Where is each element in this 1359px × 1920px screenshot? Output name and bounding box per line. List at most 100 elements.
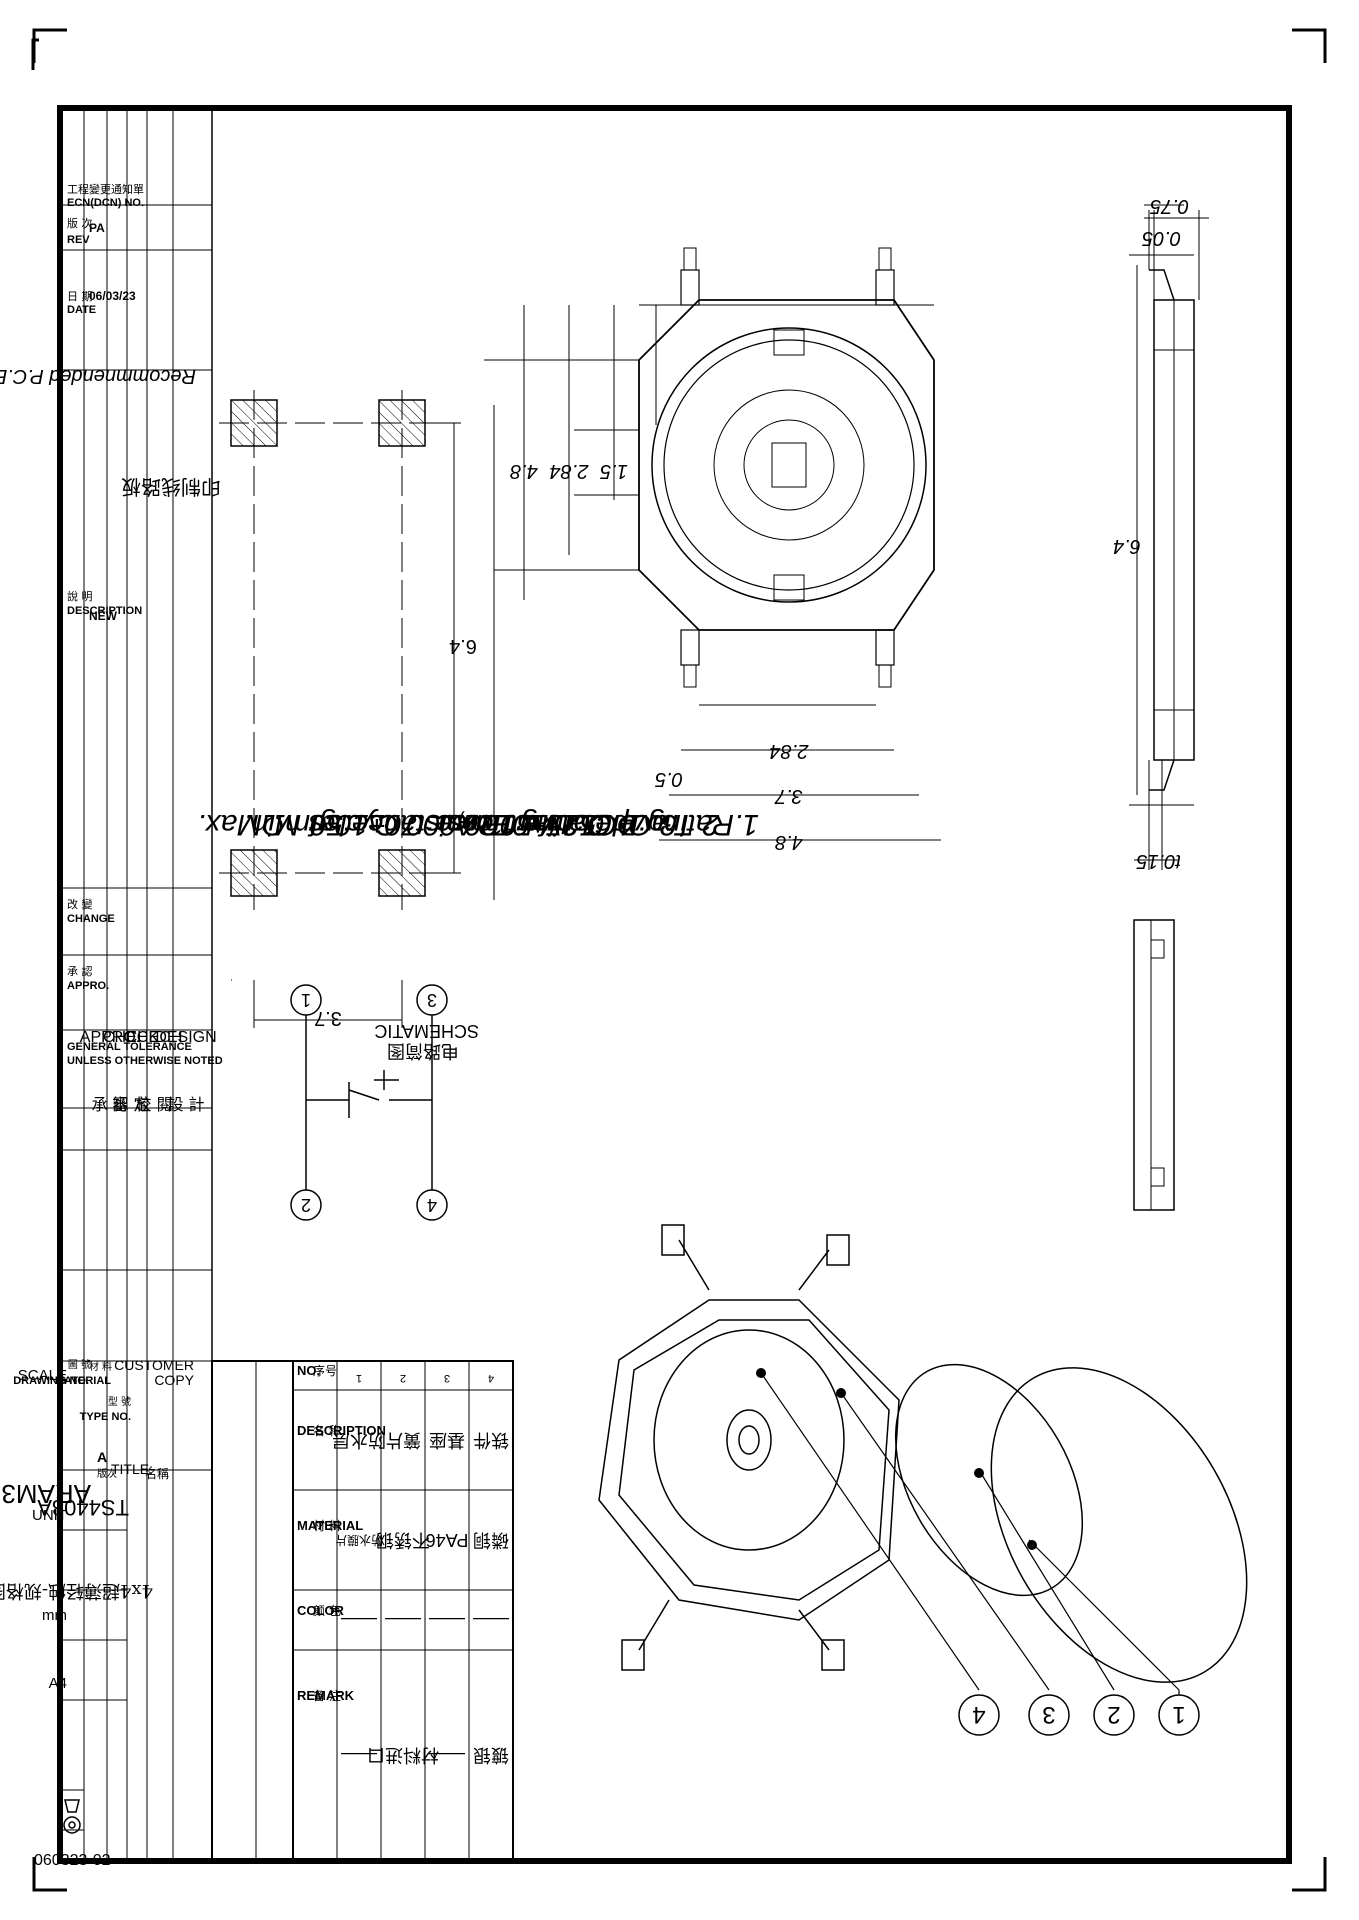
- material-cn: 材 料: [89, 1360, 112, 1373]
- tolerance-note: UNLESS OTHERWISE NOTED: [67, 1055, 223, 1067]
- unit-label: UNIT: [32, 1507, 67, 1524]
- front-view: [484, 247, 935, 900]
- material-label: MATERIAL: [55, 1375, 111, 1387]
- bom-row-1-color: ——: [341, 1610, 377, 1630]
- exploded-view: [598, 1224, 1248, 1683]
- bom-no-header: NO.: [297, 1363, 320, 1378]
- side-view-dimensions: 6.4 0.75 0.05 t0.15: [1113, 195, 1209, 872]
- bom-row-3-no: 3: [444, 1372, 450, 1384]
- side-dim-0-75: 0.75: [1149, 195, 1189, 217]
- bom-row-3-desc: 基座: [429, 1430, 465, 1450]
- bom-desc-cn: 名 称: [313, 1423, 341, 1438]
- bom-no-cn: 序号: [313, 1363, 337, 1378]
- front-view-dim-lines: [523, 305, 941, 841]
- spec-life: 5.Life:100,000 Cycles Min.: [243, 808, 597, 841]
- bom-color-header: COLOR: [297, 1603, 345, 1618]
- bom-table: [211, 1360, 514, 1862]
- pcb-dim-6-4: 6.4: [449, 635, 477, 657]
- bom-row-4-color: ——: [473, 1610, 509, 1630]
- name-cn: 名稱: [145, 1466, 169, 1481]
- specs-list: 1.Rating:DC12V 50mA. 2.Travel:0.25±0.1mm…: [197, 808, 759, 841]
- balloon-4: 4: [972, 1701, 985, 1728]
- balloon-1: 1: [1172, 1701, 1185, 1728]
- bom-row-3-mat: PA46: [426, 1530, 469, 1550]
- appro-header: APPRO.: [67, 980, 109, 992]
- appro-label: APPRO.: [80, 1029, 140, 1046]
- schematic: 1 2 3 4 电路简图 SCHEMATIC: [290, 984, 479, 1221]
- bom-row-1-mat: 防水膜片: [335, 1533, 383, 1548]
- bom-remark-cn: 备 注: [313, 1688, 341, 1703]
- change-header-cn: 改 變: [67, 897, 93, 911]
- bom-row-4-mat: 磷铜: [473, 1530, 509, 1550]
- bom-color-cn: 颜 色: [313, 1603, 341, 1618]
- general-tolerance-header: GENERAL TOLERANCE: [67, 1041, 192, 1053]
- desc-header-cn: 說 明: [67, 589, 93, 603]
- bom-row-4-remark: 镀银: [473, 1745, 509, 1765]
- bom-row-1-remark: ——: [341, 1745, 377, 1765]
- drawing-cn: 圖 號: [68, 1358, 91, 1371]
- drawing-rev-letter: A: [97, 1449, 107, 1465]
- schematic-pin-1: 1: [301, 990, 311, 1010]
- pcb-layout: 6.4 3.7 印制线路板 Recommnended P.C.B layout: [0, 365, 477, 1029]
- change-header: CHANGE: [67, 913, 115, 925]
- front-view-dimensions: 1.5 2.84 4.8 2.84 3.7 4.8 0.5: [510, 460, 809, 853]
- description-value: NEW: [89, 609, 118, 623]
- bom-row-2-color: ——: [385, 1610, 421, 1630]
- bom-row-2-remark: 材料进口: [367, 1745, 439, 1765]
- bom-row-2-desc: 簧片: [385, 1430, 421, 1450]
- title-block-text: CUSTOMER COPY 名稱 TITLE: 4x4超薄轻触-规格图 型 號 …: [0, 1357, 195, 1692]
- bom-row-2-no: 2: [400, 1372, 406, 1384]
- customer-label: CUSTOMER: [114, 1357, 194, 1373]
- spec-force: 3.Operating Force: 70±10gf: [308, 808, 677, 841]
- spec-rating: 1.Rating:DC12V 50mA.: [447, 808, 759, 841]
- side-view: [1149, 269, 1195, 791]
- balloons: 1 2 3 4: [958, 1694, 1200, 1736]
- exploded-dots: [756, 1368, 1037, 1550]
- bom-row-3-color: ——: [429, 1610, 465, 1630]
- type-label: TYPE NO.: [80, 1411, 131, 1423]
- rev-header: REV: [67, 234, 90, 246]
- front-dim-h-3-7: 3.7: [774, 785, 803, 807]
- bom-mat-header: MATERIAL: [297, 1518, 363, 1533]
- rev-value: PA: [89, 221, 105, 235]
- bom-row-2-mat: 不锈钢: [376, 1530, 430, 1550]
- side-dim-0-05: 0.05: [1141, 227, 1181, 249]
- bom-row-4-desc: 铁件: [473, 1430, 509, 1450]
- revision-headers: 工程變更通知單 ECN(DCN) NO. 版 次 REV 日 期 DATE 說 …: [67, 182, 223, 1067]
- bom-mat-cn: 材 料: [313, 1519, 341, 1533]
- schematic-pin-2: 2: [301, 1195, 311, 1215]
- desc-header: DESCRIPTION: [67, 605, 142, 617]
- spec-resistance: 4.Contact Resistance:50mΩMax.: [197, 808, 637, 841]
- spec-travel: 2.Travel:0.25±0.1mm.: [430, 808, 720, 841]
- balloon-3: 3: [1042, 1701, 1055, 1728]
- drawing-value: ARAM3. 608. 014. AZ: [0, 1479, 91, 1509]
- design-label: DESIGN: [155, 1029, 216, 1046]
- copy-label: COPY: [154, 1372, 194, 1388]
- schematic-pin-4: 4: [427, 1195, 437, 1215]
- chech-label-cn: 校 閱: [135, 1095, 172, 1114]
- schematic-title-cn: 电路简图: [387, 1040, 459, 1061]
- bom-row-3-remark: ——: [429, 1745, 465, 1765]
- bom-row-1-desc: 防水层: [332, 1430, 386, 1450]
- signoff-labels: DESIGN CHECH CHECK APPRO. 設 計 校 閱 審 定 承 …: [80, 1029, 217, 1114]
- rev-header-cn: 版 次: [67, 216, 93, 230]
- date-header: DATE: [67, 304, 96, 316]
- front-dim-0-5: 0.5: [654, 768, 683, 790]
- bom-cells: 4 铁件 磷铜 —— 镀银 3 基座 PA46 —— —— 2 簧片 不锈钢 —…: [332, 1372, 509, 1765]
- appro-label-cn: 承 認: [91, 1095, 128, 1114]
- side-dim-thickness: t0.15: [1136, 850, 1181, 872]
- corner-marks: [31, 28, 1327, 1892]
- chech-label: CHECH: [126, 1029, 183, 1046]
- bom-row-4-no: 4: [488, 1372, 494, 1384]
- projection-symbol-icon: [63, 1799, 81, 1834]
- top-view: [1133, 919, 1175, 1211]
- drawing-label: DRAWING NO.: [13, 1375, 89, 1387]
- document-number: 060323-02: [34, 1852, 111, 1869]
- balloon-2: 2: [1107, 1701, 1120, 1728]
- signoff-block: [60, 1030, 212, 1362]
- check-label: CHECK: [103, 1029, 159, 1046]
- front-dim-h-2-84: 2.84: [770, 740, 810, 762]
